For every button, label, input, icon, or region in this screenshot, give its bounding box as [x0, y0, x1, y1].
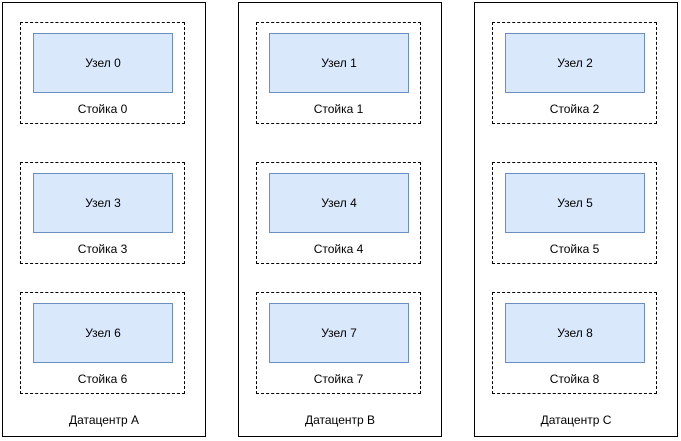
rack-container-2[interactable]: Узел 2 Стойка 2: [492, 22, 657, 124]
node-box-0[interactable]: Узел 0: [33, 33, 173, 93]
node-label: Узел 7: [321, 326, 357, 340]
node-box-2[interactable]: Узел 2: [505, 33, 645, 93]
node-label: Узел 2: [557, 56, 593, 70]
rack-label: Стойка 8: [549, 372, 600, 386]
rack-label: Стойка 6: [77, 372, 128, 386]
node-box-7[interactable]: Узел 7: [269, 303, 409, 363]
rack-container-1[interactable]: Узел 1 Стойка 1: [256, 22, 421, 124]
node-label: Узел 0: [85, 56, 121, 70]
rack-container-5[interactable]: Узел 5 Стойка 5: [492, 162, 657, 264]
rack-label: Стойка 7: [313, 372, 364, 386]
rack-label: Стойка 4: [313, 242, 364, 256]
datacenter-label: Датацентр B: [304, 413, 376, 427]
node-label: Узел 3: [85, 196, 121, 210]
node-label: Узел 1: [321, 56, 357, 70]
rack-label: Стойка 0: [77, 102, 128, 116]
node-box-4[interactable]: Узел 4: [269, 173, 409, 233]
node-box-3[interactable]: Узел 3: [33, 173, 173, 233]
rack-label: Стойка 2: [549, 102, 600, 116]
rack-container-6[interactable]: Узел 6 Стойка 6: [20, 292, 185, 394]
rack-container-8[interactable]: Узел 8 Стойка 8: [492, 292, 657, 394]
rack-label: Стойка 5: [549, 242, 600, 256]
node-box-1[interactable]: Узел 1: [269, 33, 409, 93]
datacenter-label: Датацентр A: [68, 413, 140, 427]
datacenter-container-0[interactable]: Узел 0 Стойка 0 Узел 3 Стойка 3 Узел 6 С…: [2, 2, 206, 437]
rack-container-3[interactable]: Узел 3 Стойка 3: [20, 162, 185, 264]
rack-label: Стойка 3: [77, 242, 128, 256]
node-box-6[interactable]: Узел 6: [33, 303, 173, 363]
rack-container-0[interactable]: Узел 0 Стойка 0: [20, 22, 185, 124]
node-box-5[interactable]: Узел 5: [505, 173, 645, 233]
rack-container-7[interactable]: Узел 7 Стойка 7: [256, 292, 421, 394]
node-label: Узел 4: [321, 196, 357, 210]
node-label: Узел 8: [557, 326, 593, 340]
node-label: Узел 6: [85, 326, 121, 340]
datacenter-container-1[interactable]: Узел 1 Стойка 1 Узел 4 Стойка 4 Узел 7 С…: [238, 2, 442, 437]
node-box-8[interactable]: Узел 8: [505, 303, 645, 363]
rack-container-4[interactable]: Узел 4 Стойка 4: [256, 162, 421, 264]
rack-label: Стойка 1: [313, 102, 364, 116]
node-label: Узел 5: [557, 196, 593, 210]
datacenter-container-2[interactable]: Узел 2 Стойка 2 Узел 5 Стойка 5 Узел 8 С…: [474, 2, 678, 437]
datacenter-label: Датацентр C: [540, 413, 612, 427]
